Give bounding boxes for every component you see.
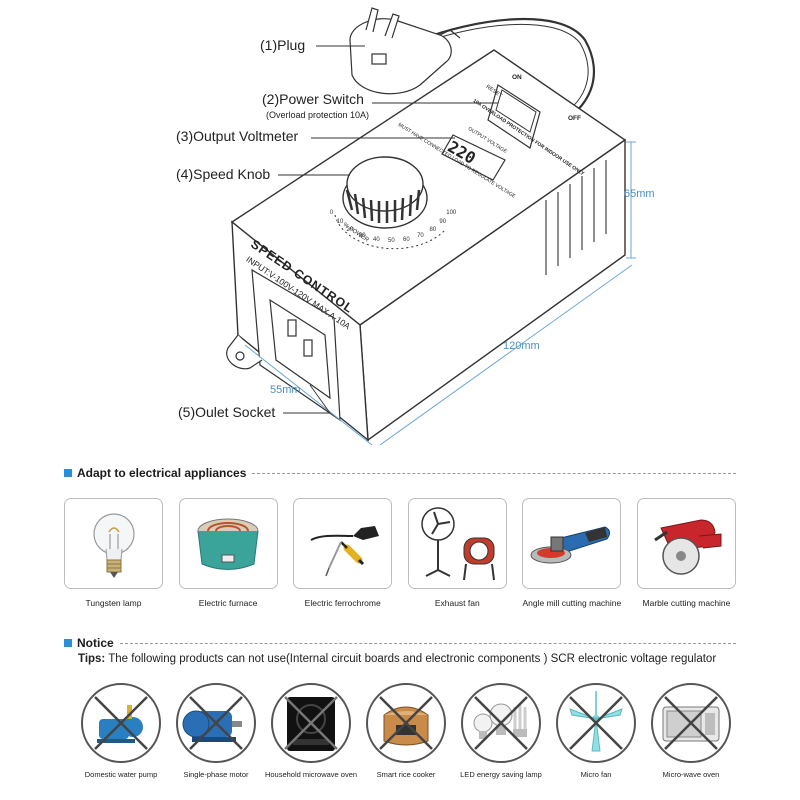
plug-label: (1)Plug bbox=[260, 37, 306, 53]
overload-note: (Overload protection 10A) bbox=[266, 110, 370, 120]
soldering-iron-image bbox=[310, 525, 379, 576]
length-dimension: 120mm bbox=[503, 340, 540, 352]
tips-label: Tips: bbox=[78, 653, 106, 665]
list-item: Tungsten lamp bbox=[64, 498, 163, 608]
section-marker-icon bbox=[64, 639, 72, 647]
adapt-appliance-list: Tungsten lamp Electric furnace bbox=[64, 498, 736, 608]
appliance-label: Angle mill cutting machine bbox=[522, 598, 622, 608]
notice-section-title: Notice bbox=[77, 636, 114, 650]
height-dimension: 65mm bbox=[624, 188, 655, 200]
appliance-label: Smart rice cooker bbox=[376, 770, 436, 779]
section-divider bbox=[252, 472, 736, 474]
knob-scale-value: 50 bbox=[388, 238, 395, 244]
list-item: Micro fan bbox=[551, 683, 641, 779]
list-item: LED energy saving lamp bbox=[456, 683, 546, 779]
list-item: Angle mill cutting machine bbox=[522, 498, 622, 608]
knob-scale-value: 40 bbox=[373, 236, 380, 243]
width-dimension: 55mm bbox=[270, 384, 301, 396]
electric-furnace-image bbox=[197, 518, 259, 570]
appliance-label: LED energy saving lamp bbox=[460, 770, 542, 779]
appliance-label: Electric ferrochrome bbox=[304, 598, 381, 608]
tips-body: The following products can not use(Inter… bbox=[105, 653, 717, 665]
list-item: Smart rice cooker bbox=[361, 683, 451, 779]
incompatible-appliance-list: Domestic water pump Single-phase motor H… bbox=[76, 683, 736, 779]
speed-controller-illustration bbox=[226, 7, 636, 446]
voltmeter-label: (3)Output Voltmeter bbox=[176, 128, 299, 144]
list-item: Electric ferrochrome bbox=[293, 498, 393, 608]
appliance-label: Household microwave oven bbox=[264, 770, 358, 779]
appliance-label: Single-phase motor bbox=[183, 770, 249, 779]
tips-text: Tips: The following products can not use… bbox=[78, 653, 716, 665]
list-item: Electric furnace bbox=[178, 498, 278, 608]
marble-cutter-icon bbox=[636, 498, 736, 589]
knob-scale-value: 70 bbox=[417, 233, 424, 240]
appliance-label: Micro fan bbox=[580, 770, 612, 779]
angle-grinder-icon bbox=[522, 498, 622, 589]
notice-section-header: Notice bbox=[64, 636, 736, 650]
microwave-oven-icon bbox=[651, 683, 731, 763]
knob-scale-value: 0 bbox=[329, 210, 334, 217]
plug-icon bbox=[349, 7, 461, 95]
power-switch-label: (2)Power Switch bbox=[262, 91, 364, 107]
knob-scale-value: 80 bbox=[429, 227, 437, 234]
led-bulbs-icon bbox=[461, 683, 541, 763]
speed-knob-label: (4)Speed Knob bbox=[176, 166, 271, 182]
knob-scale-value: 100 bbox=[446, 210, 457, 217]
knob-scale-value: 60 bbox=[402, 236, 410, 243]
exhaust-fan-image bbox=[421, 506, 496, 580]
list-item: Domestic water pump bbox=[76, 683, 166, 779]
adapt-section-title: Adapt to electrical appliances bbox=[77, 466, 247, 480]
angle-grinder-image bbox=[530, 525, 610, 563]
adapt-section-header: Adapt to electrical appliances bbox=[64, 466, 736, 480]
marble-cutter-image bbox=[654, 518, 722, 575]
appliance-label: Domestic water pump bbox=[84, 770, 158, 779]
knob-scale-value: 90 bbox=[439, 219, 447, 226]
knob-scale-value: 20 bbox=[346, 227, 354, 234]
tungsten-lamp-image bbox=[92, 512, 135, 578]
ceiling-fan-icon bbox=[556, 683, 636, 763]
electric-furnace-icon bbox=[178, 498, 278, 589]
section-divider bbox=[119, 642, 736, 644]
list-item: Micro-wave oven bbox=[646, 683, 736, 779]
exhaust-fan-icon bbox=[407, 498, 507, 589]
knob-scale-value: 10 bbox=[336, 219, 344, 226]
switch-off-label: OFF bbox=[568, 115, 581, 122]
outlet-socket-label: (5)Oulet Socket bbox=[178, 404, 276, 420]
list-item: Exhaust fan bbox=[407, 498, 507, 608]
appliance-label: Tungsten lamp bbox=[85, 598, 142, 608]
soldering-iron-icon bbox=[293, 498, 393, 589]
induction-cooker-icon bbox=[271, 683, 351, 763]
appliance-label: Exhaust fan bbox=[434, 598, 480, 608]
product-diagram: SPEED CONTROL INPUT:V-100V-120V MAX A-10… bbox=[176, 7, 655, 446]
appliance-label: Marble cutting machine bbox=[642, 598, 731, 608]
list-item: Single-phase motor bbox=[171, 683, 261, 779]
electric-motor-icon bbox=[176, 683, 256, 763]
section-marker-icon bbox=[64, 469, 72, 477]
tungsten-lamp-icon bbox=[64, 498, 163, 589]
appliance-label: Micro-wave oven bbox=[662, 770, 720, 779]
water-pump-icon bbox=[81, 683, 161, 763]
knob-scale-value: 30 bbox=[358, 233, 366, 240]
switch-on-label: ON bbox=[512, 74, 522, 81]
list-item: Marble cutting machine bbox=[636, 498, 736, 608]
appliance-label: Electric furnace bbox=[198, 598, 258, 608]
list-item: Household microwave oven bbox=[264, 683, 358, 779]
rice-cooker-icon bbox=[366, 683, 446, 763]
